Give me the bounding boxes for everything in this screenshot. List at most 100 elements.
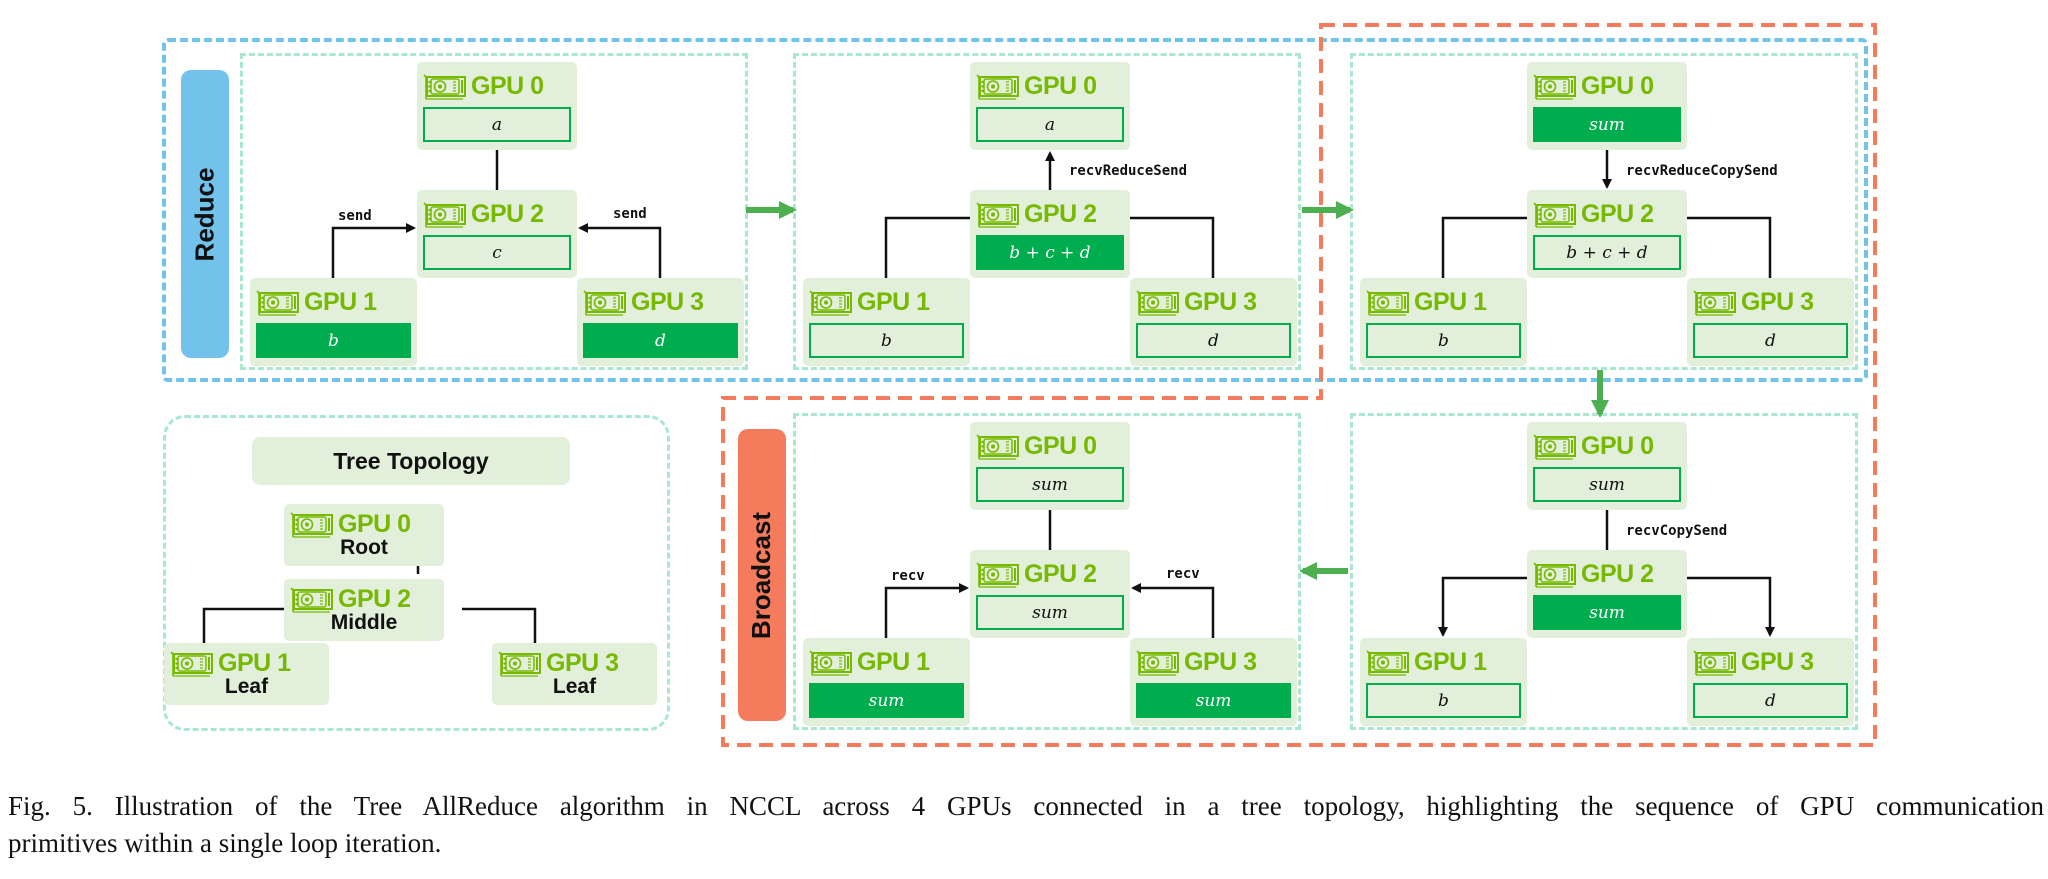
gpu-name: GPU 2 [1024,560,1097,588]
gpu-buffer-value: sum [809,683,964,718]
topology-node-header: GPU 2 [290,585,411,614]
gpu-buffer-value: sum [1136,683,1291,718]
edge-gpu2-gpu3 [1687,216,1772,278]
primitive-label-top: recvReduceSend [1069,163,1188,179]
gpu-buffer-value: a [976,107,1124,142]
edge-gpu2-gpu3 [1130,216,1215,278]
gpu-card-gpu2: GPU 2 sum [970,550,1130,638]
topology-node-gpu1: GPU 1 Leaf [164,643,329,705]
gpu-name: GPU 0 [1024,432,1097,460]
gpu-card-header: GPU 1 [809,288,930,317]
primitive-label-left: recv [891,568,925,584]
gpu-card-gpu1: GPU 1 b [250,278,417,366]
gpu-card-gpu1: GPU 1 sum [803,638,970,726]
edge-gpu2-to-gpu3-arrow [1687,576,1775,637]
gpu-buffer-value: b [1366,683,1521,718]
gpu-name: GPU 2 [471,200,544,228]
gpu-card-gpu0: GPU 0 sum [970,422,1130,510]
gpu-icon [170,651,214,677]
gpu-card-gpu1: GPU 1 b [1360,638,1527,726]
gpu-card-gpu2: GPU 2 c [417,190,577,278]
topology-role: Root [340,536,388,559]
gpu-buffer-value: sum [1533,107,1681,142]
gpu-name: GPU 3 [1184,648,1257,676]
gpu-buffer-value: sum [976,595,1124,630]
gpu-name: GPU 3 [1184,288,1257,316]
primitive-label-right: recv [1166,566,1200,582]
panel-edges [884,510,1215,638]
gpu-card-header: GPU 1 [1366,648,1487,677]
gpu-card-header: GPU 0 [976,432,1097,461]
gpu-icon [498,651,542,677]
topology-node-gpu3: GPU 3 Leaf [492,643,657,705]
gpu-name: GPU 0 [1581,72,1654,100]
gpu-card-header: GPU 2 [1533,560,1654,589]
topology-role: Leaf [224,675,269,698]
gpu-buffer-value: b + c + d [1533,235,1681,270]
topology-node-gpu2: GPU 2 Middle [284,579,444,641]
figure-caption: Fig. 5. Illustration of the Tree AllRedu… [8,788,2044,862]
edge-gpu3-to-gpu2-arrow [1131,583,1215,638]
gpu-card-gpu3: GPU 3 d [1130,278,1297,366]
edge-gpu1-to-gpu2-arrow [884,583,969,638]
gpu-card-header: GPU 0 [1533,72,1654,101]
panel-edges [884,151,1215,278]
gpu-card-header: GPU 1 [809,648,930,677]
gpu-card-header: GPU 3 [1693,648,1814,677]
gpu-buffer-value: b [1366,323,1521,358]
topology-title: Tree Topology [252,437,570,485]
gpu-buffer-value: b [809,323,964,358]
gpu-card-header: GPU 0 [423,72,544,101]
edge-gpu3-to-gpu2-arrow [578,223,662,278]
gpu-buffer-value: d [1693,323,1848,358]
gpu-name: GPU 1 [857,648,930,676]
gpu-buffer-value: c [423,235,571,270]
topology-node-header: GPU 1 [170,649,291,678]
gpu-card-header: GPU 3 [583,288,704,317]
gpu-card-gpu2: GPU 2 sum [1527,550,1687,638]
gpu-card-header: GPU 3 [1136,288,1257,317]
gpu-card-header: GPU 3 [1136,648,1257,677]
panel-reduce-step-3: GPU 0 sum GPU 2 b + c + d GPU 1 b GPU 3 … [1350,53,1858,370]
caption-line-1: Fig. 5. Illustration of the Tree AllRedu… [8,791,2044,821]
gpu-card-gpu0: GPU 0 a [970,62,1130,150]
gpu-card-header: GPU 1 [1366,288,1487,317]
gpu-name: GPU 0 [338,510,411,538]
gpu-name: GPU 2 [1581,560,1654,588]
gpu-name: GPU 2 [1581,200,1654,228]
primitive-label-right: send [613,206,647,222]
edge-gpu1-to-gpu2-arrow [331,223,416,278]
gpu-card-header: GPU 2 [1533,200,1654,229]
gpu-name: GPU 1 [1414,648,1487,676]
reduce-phase-label: Reduce [181,70,229,358]
reduce-phase-border [162,38,1868,382]
gpu-name: GPU 3 [1741,648,1814,676]
gpu-card-header: GPU 1 [256,288,377,317]
gpu-name: GPU 1 [218,649,291,677]
gpu-card-header: GPU 2 [423,200,544,229]
caption-line-2: primitives within a single loop iteratio… [8,828,442,858]
gpu-card-gpu1: GPU 1 b [1360,278,1527,366]
gpu-card-gpu0: GPU 0 sum [1527,62,1687,150]
tree-topology-legend: Tree Topology GPU 0 Root GPU 2 Middle GP… [163,415,670,731]
gpu-buffer-value: d [1136,323,1291,358]
panel-edges [331,150,662,278]
gpu-buffer-value: b [256,323,411,358]
gpu-name: GPU 0 [1024,72,1097,100]
gpu-name: GPU 3 [546,649,619,677]
gpu-buffer-value: sum [1533,467,1681,502]
topology-title-text: Tree Topology [333,447,489,474]
gpu-buffer-value: d [1693,683,1848,718]
gpu-name: GPU 3 [1741,288,1814,316]
edge-gpu2-gpu1 [884,216,970,278]
topology-node-header: GPU 0 [290,510,411,539]
gpu-card-gpu3: GPU 3 d [1687,278,1854,366]
gpu-buffer-value: sum [1533,595,1681,630]
broadcast-phase-label: Broadcast [738,429,786,721]
gpu-card-gpu0: GPU 0 a [417,62,577,150]
